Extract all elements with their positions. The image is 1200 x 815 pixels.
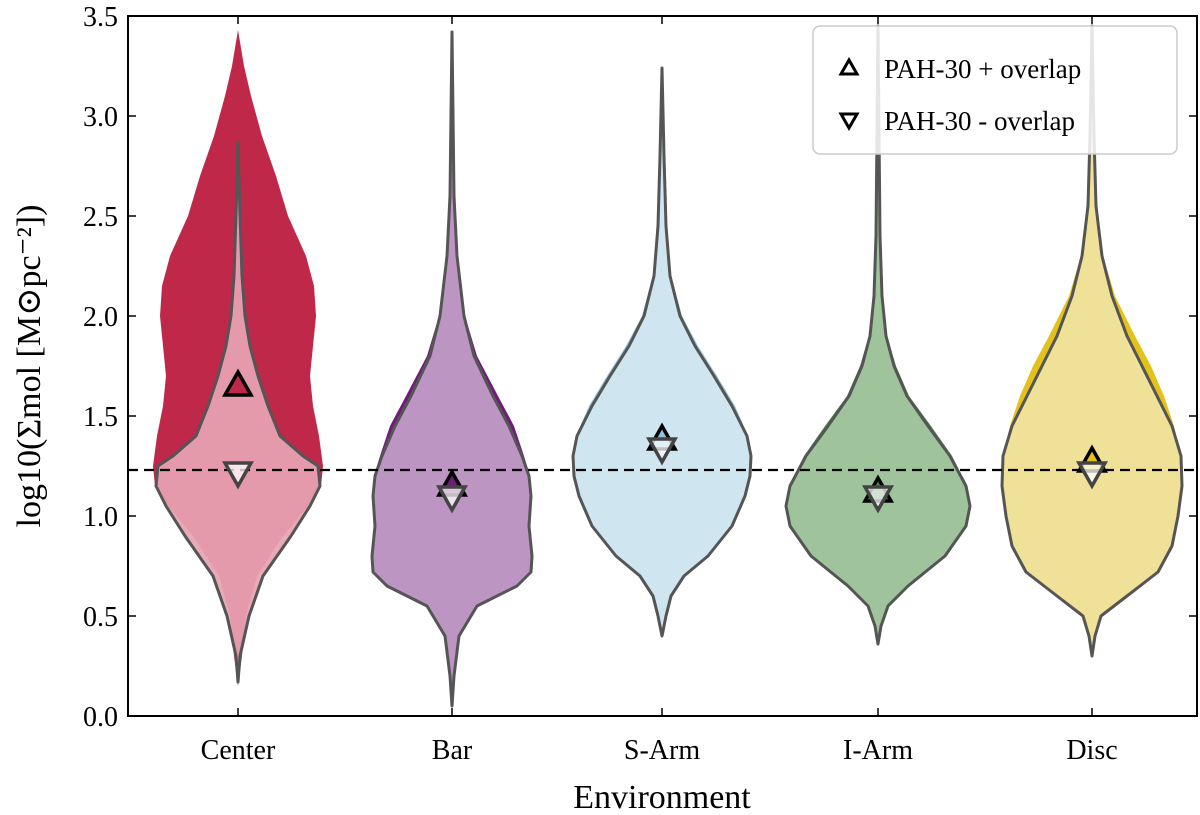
x-axis: Center Bar S-Arm I-Arm Disc [201, 16, 1118, 766]
y-axis-title: log10(Σmol [M⊙pc⁻²]) [11, 205, 48, 528]
violin-minus-overlap [154, 140, 322, 684]
median-marker-minus-overlap [646, 437, 678, 466]
y-tick-label: 0.0 [83, 702, 118, 733]
y-tick-label: 3.0 [83, 102, 118, 133]
legend: PAH-30 + overlap PAH-30 - overlap [812, 25, 1178, 155]
y-tick-label: 2.0 [83, 302, 118, 333]
median-marker-layer [222, 368, 1108, 514]
legend-marker-minus-overlap [838, 112, 860, 132]
legend-label-plus-overlap: PAH-30 + overlap [884, 54, 1081, 84]
median-marker-minus-overlap [222, 461, 254, 490]
median-marker-minus-overlap [862, 485, 894, 514]
y-tick-label: 0.5 [83, 602, 118, 633]
violin-minus-overlap [571, 66, 753, 638]
median-marker-minus-overlap [436, 485, 468, 514]
violin-layer [153, 24, 1184, 708]
legend-box [812, 25, 1178, 155]
x-tick-label: Center [201, 735, 276, 766]
median-marker-minus-overlap [1076, 461, 1108, 490]
x-tick-label: I-Arm [843, 735, 913, 766]
y-tick-label: 1.5 [83, 402, 118, 433]
y-tick-label: 3.5 [83, 2, 118, 33]
legend-label-minus-overlap: PAH-30 - overlap [884, 106, 1075, 136]
y-tick-label: 2.5 [83, 202, 118, 233]
median-marker-plus-overlap [222, 368, 254, 397]
x-tick-label: S-Arm [624, 735, 700, 766]
x-axis-title: Environment [573, 779, 751, 815]
y-axis: 0.0 0.5 1.0 1.5 2.0 2.5 3.0 3.5 [83, 2, 1197, 733]
x-tick-label: Bar [432, 735, 473, 766]
violin-minus-overlap [370, 30, 534, 708]
legend-marker-plus-overlap [838, 56, 860, 76]
x-tick-label: Disc [1066, 735, 1117, 766]
y-tick-label: 1.0 [83, 502, 118, 533]
